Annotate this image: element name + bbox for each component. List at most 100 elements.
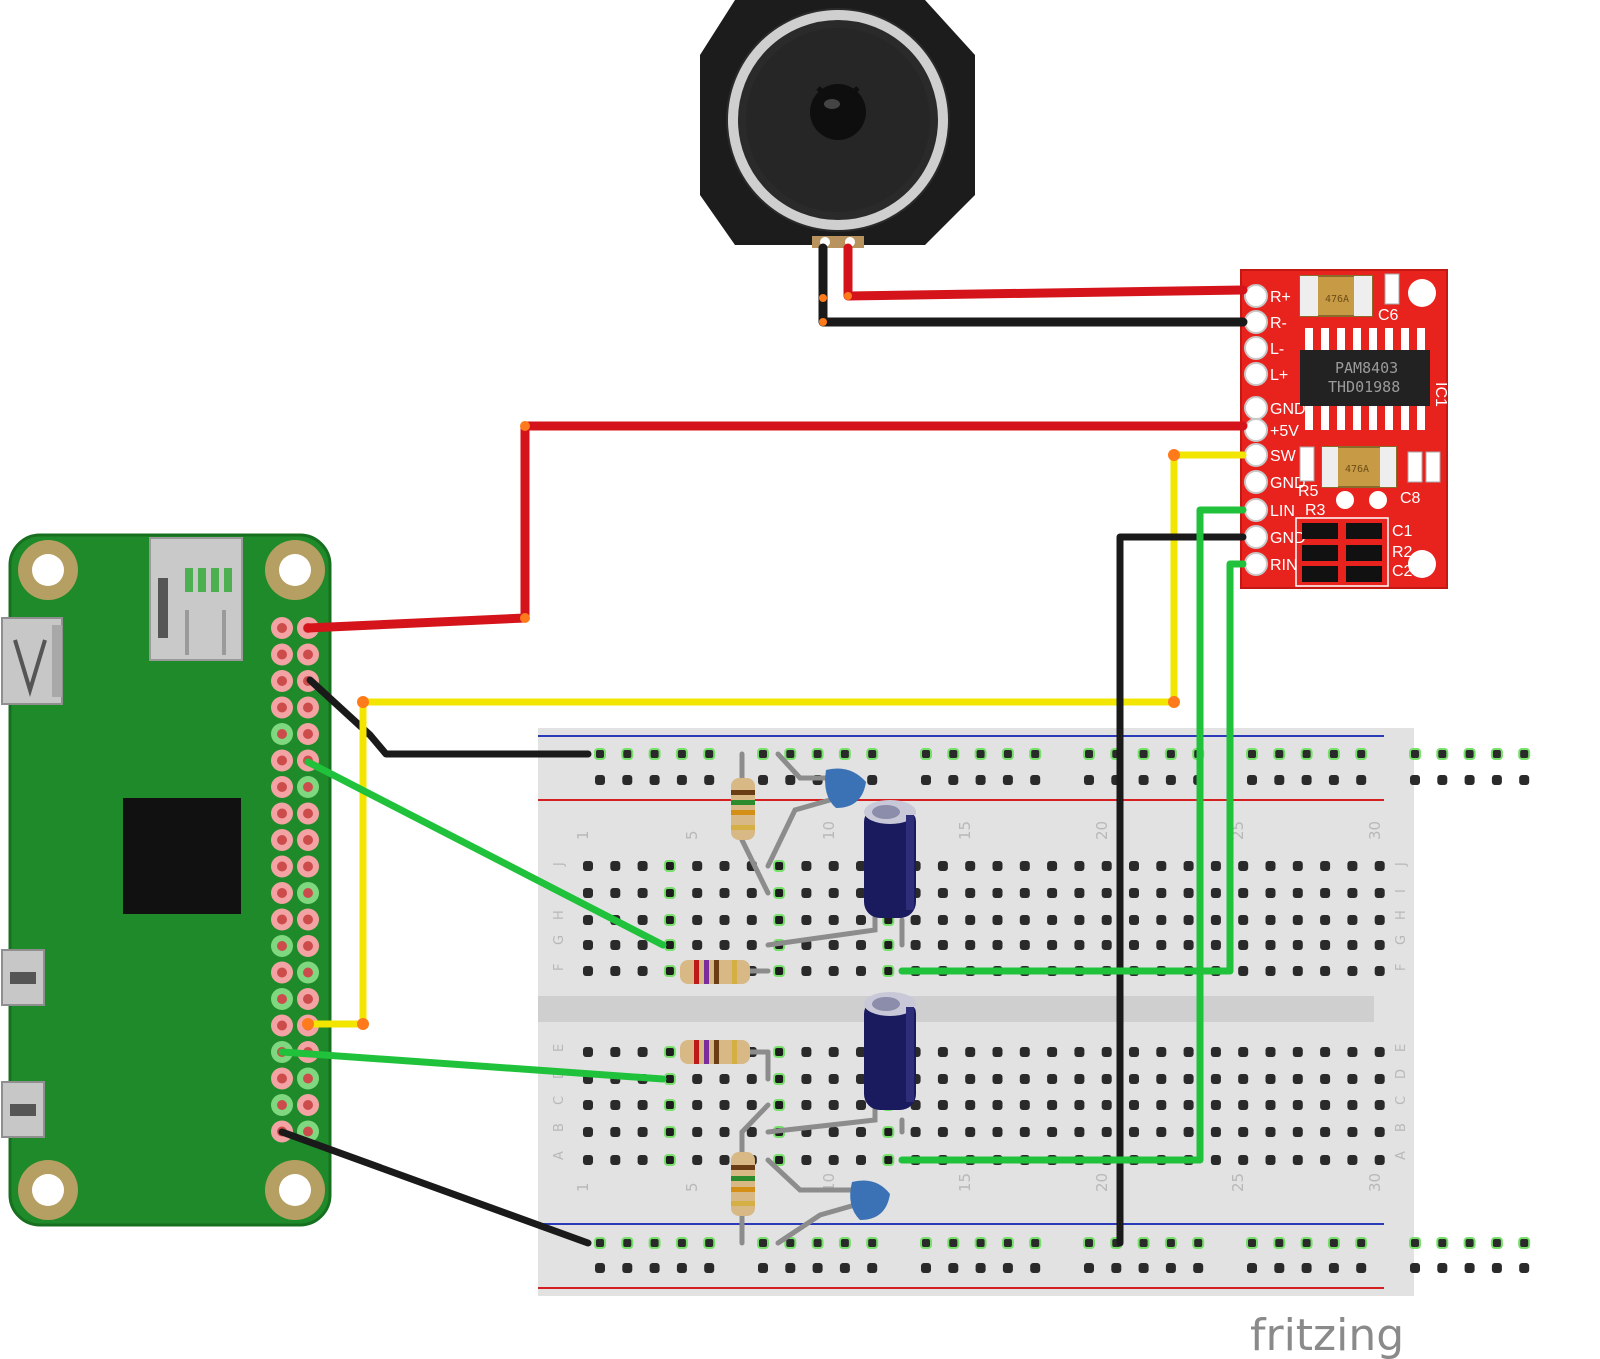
row-letter: F [1394,964,1409,971]
row-letter: J [1394,862,1409,867]
center-channel [538,996,1374,1022]
resistor-bottom [731,1152,755,1216]
row-letter: H [552,910,567,920]
label-ic1: IC1 [1432,382,1449,407]
wire-audio-left [278,1048,667,1083]
row-letter: C [552,1096,567,1105]
ceramic-capacitor-top [825,768,866,808]
svg-text:476A: 476A [1325,294,1349,305]
electrolytic-capacitor-bottom [864,992,916,1110]
amp-pin-label: GND [1270,401,1306,418]
wire-lin [898,506,1247,1164]
column-number: 5 [683,1182,701,1192]
row-letter: B [552,1123,567,1132]
column-number: 20 [1093,821,1111,840]
amp-pin-label: LIN [1270,503,1295,520]
resistor-top [731,778,755,840]
amp-pin-pad [1244,396,1268,420]
row-letter: B [1394,1123,1409,1132]
amp-pin-label: GND [1270,530,1306,547]
label-r5: R5 [1298,483,1319,500]
amp-pin-label: RIN [1270,557,1298,574]
row-letter: F [552,964,567,971]
amp-pin-label: SW [1270,448,1297,465]
row-letter: G [1394,935,1409,945]
amp-pin-pad [1244,525,1268,549]
amp-pin-pad [1244,310,1268,334]
amp-pin-label: L+ [1270,367,1288,384]
label-r2: R2 [1392,544,1413,561]
row-letter: A [552,1151,567,1160]
speaker [700,0,975,248]
tantalum-capacitor-bottom: 476A [1321,446,1397,488]
column-number: 15 [956,821,974,840]
svg-text:476A: 476A [1345,464,1369,475]
label-c1: C1 [1392,523,1413,540]
amp-pin-pad [1244,336,1268,360]
sd-card-slot [149,537,243,661]
amp-pin-label: L- [1270,341,1284,358]
row-letter: H [1394,910,1409,920]
mounting-holes [18,540,325,1220]
amp-pin-label: R+ [1270,289,1291,306]
chip-label-model: PAM8403 [1335,359,1398,377]
wire-sw [304,451,1247,1028]
amp-pin-label: +5V [1270,423,1299,440]
wire-rin [898,560,1247,975]
label-c6: C6 [1378,307,1399,324]
row-letter: A [1394,1151,1409,1160]
row-letter: D [1394,1069,1409,1079]
wire-gnd-bottom-rail [278,1128,592,1247]
amp-pin-pad [1244,284,1268,308]
column-number: 15 [956,1173,974,1192]
resistor-mid-bottom [680,1040,750,1064]
wire-5v [303,421,1248,633]
row-letter: E [552,1044,567,1052]
column-number: 10 [820,1173,838,1192]
chip-label-code: THD01988 [1328,378,1400,396]
column-number: 5 [683,830,701,840]
column-number: 30 [1366,821,1384,840]
pam8403-amplifier: R+ R- L- L+ GND +5V SW GND LIN GND RIN 476A C6 PAM… [1240,269,1449,589]
amp-pin-pad [1244,418,1268,442]
label-c2: C2 [1392,563,1413,580]
label-r3: R3 [1305,502,1326,519]
fritzing-logo: fritzing [1250,1310,1404,1359]
row-letter: G [552,935,567,945]
amp-pin-label: GND [1270,475,1306,492]
row-letter: C [1394,1096,1409,1105]
raspberry-pi-zero [1,533,332,1227]
wire-gnd-top-rail [306,676,592,758]
row-letter: J [552,862,567,867]
column-number: 25 [1229,1173,1247,1192]
pam8403-chip: PAM8403 THD01988 [1300,328,1430,430]
column-number: 1 [574,1182,592,1192]
ceramic-capacitor-bottom [850,1180,890,1220]
tantalum-capacitor-top: 476A [1299,275,1373,317]
wire-audio-right [304,758,667,949]
column-number: 1 [574,830,592,840]
amp-pin-pad [1244,498,1268,522]
soc-chip [123,798,241,914]
mini-hdmi-port [1,617,63,705]
amp-pin-label: R- [1270,315,1287,332]
column-number: 20 [1093,1173,1111,1192]
row-letter: E [1394,1044,1409,1052]
row-letter: I [1394,889,1409,893]
wires [278,243,1248,1247]
micro-usb-ports [1,949,45,1138]
amp-pin-pads: R+ R- L- L+ GND +5V SW GND LIN GND RIN [1244,284,1306,576]
breadboard-components [680,751,916,1246]
electrolytic-capacitor-top [864,800,916,918]
resistor-mid-top [680,960,750,984]
amp-pin-pad [1244,552,1268,576]
amp-pin-pad [1244,362,1268,386]
column-number: 30 [1366,1173,1384,1192]
column-number: 10 [820,821,838,840]
amp-pin-pad [1244,443,1268,467]
amp-pin-pad [1244,470,1268,494]
smd-components [1295,517,1389,587]
label-c8: C8 [1400,490,1421,507]
